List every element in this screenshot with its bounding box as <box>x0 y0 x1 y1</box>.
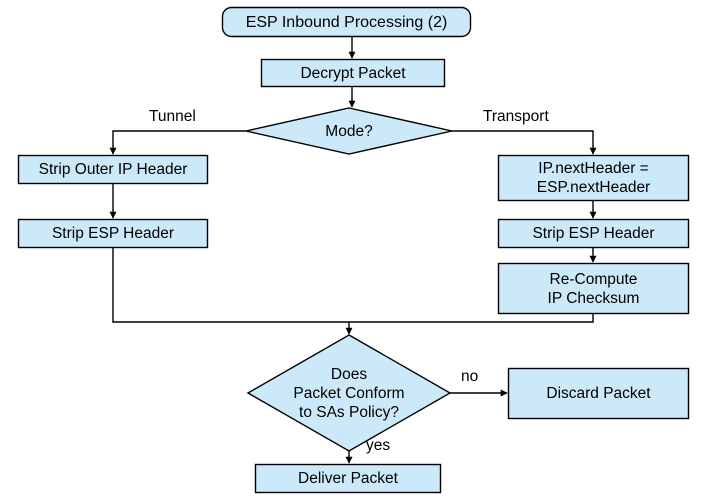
node-shape-strip-esp-header-tunnel[interactable] <box>17 218 209 249</box>
edge-right-merge <box>349 313 594 323</box>
node-shape-mode-decision[interactable] <box>245 107 453 155</box>
node-shape-conform-decision[interactable] <box>246 334 452 452</box>
node-shape-strip-outer-ip-header[interactable] <box>17 154 209 185</box>
edge-label-transport: Transport <box>483 108 549 125</box>
node-shape-strip-esp-header-transport[interactable] <box>497 218 690 249</box>
node-shape-decrypt-packet[interactable] <box>260 58 446 88</box>
node-shape-recompute-checksum[interactable] <box>497 262 690 315</box>
node-shape-title-terminator[interactable] <box>221 6 472 38</box>
edge-left-merge <box>112 247 349 323</box>
edge-label-yes: yes <box>366 437 391 454</box>
edge-mode-to-ip-nextheader <box>452 130 597 155</box>
edge-label-no: no <box>461 368 479 385</box>
node-shape-deliver-packet[interactable] <box>254 463 442 494</box>
edge-mode-to-strip-outer-ip-header <box>109 130 246 155</box>
edge-label-tunnel: Tunnel <box>149 108 196 125</box>
node-shape-discard-packet[interactable] <box>507 367 690 420</box>
node-shape-ip-nextheader[interactable] <box>497 154 690 202</box>
